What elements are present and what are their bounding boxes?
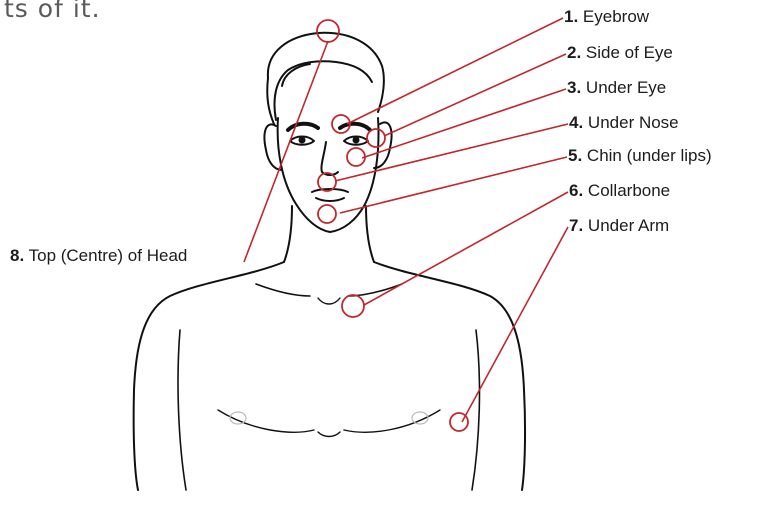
- leader-line-side-of-eye: [384, 54, 566, 136]
- left-arm-inner: [178, 330, 186, 490]
- label-side-of-eye: 2. Side of Eye: [567, 43, 673, 63]
- marker-top-of-head: [317, 20, 339, 42]
- label-chin: 5. Chin (under lips): [568, 146, 712, 166]
- point-name: Under Arm: [588, 216, 669, 235]
- leader-line-chin: [340, 157, 567, 213]
- left-pupil: [299, 137, 306, 144]
- point-number: 6.: [569, 181, 583, 200]
- neck-left: [284, 206, 292, 262]
- leader-line-eyebrow: [347, 18, 563, 124]
- neck-right: [366, 206, 374, 262]
- label-under-arm: 7. Under Arm: [569, 216, 669, 236]
- point-number: 5.: [568, 146, 582, 165]
- point-name: Collarbone: [588, 181, 670, 200]
- man-outline: [134, 33, 525, 490]
- right-shoulder-arm: [374, 262, 525, 490]
- label-top-of-head: 8. Top (Centre) of Head: [10, 246, 187, 266]
- point-name: Side of Eye: [586, 43, 673, 62]
- label-collarbone: 6. Collarbone: [569, 181, 670, 201]
- point-name: Under Eye: [586, 78, 666, 97]
- tapping-markers: [317, 20, 468, 431]
- left-eyebrow: [288, 124, 318, 130]
- chest-center: [318, 432, 340, 437]
- leader-line-under-arm: [462, 227, 568, 422]
- point-number: 2.: [567, 43, 581, 62]
- marker-chin: [318, 205, 336, 223]
- label-eyebrow: 1. Eyebrow: [564, 7, 649, 27]
- right-collarbone: [348, 284, 402, 296]
- point-number: 4.: [569, 113, 583, 132]
- marker-side-of-eye: [367, 129, 385, 147]
- point-name: Top (Centre) of Head: [29, 246, 188, 265]
- leader-line-top-of-head: [244, 41, 328, 262]
- marker-collarbone: [342, 295, 364, 317]
- hairline: [275, 61, 373, 120]
- lower-lip: [316, 198, 344, 201]
- point-name: Eyebrow: [583, 7, 649, 26]
- point-number: 3.: [567, 78, 581, 97]
- point-name: Under Nose: [588, 113, 679, 132]
- point-number: 8.: [10, 246, 24, 265]
- label-under-eye: 3. Under Eye: [567, 78, 666, 98]
- right-arm-inner: [472, 330, 479, 490]
- point-name: Chin (under lips): [587, 146, 712, 165]
- marker-under-eye: [347, 148, 365, 166]
- left-shoulder-arm: [134, 262, 284, 490]
- nose: [321, 142, 338, 175]
- right-pupil: [353, 137, 360, 144]
- point-number: 1.: [564, 7, 578, 26]
- hair-strand: [282, 64, 310, 86]
- sternal-notch: [318, 298, 340, 304]
- right-eyebrow: [340, 124, 370, 130]
- label-under-nose: 4. Under Nose: [569, 113, 679, 133]
- hair-side-left: [267, 78, 274, 124]
- point-number: 7.: [569, 216, 583, 235]
- left-collarbone: [256, 284, 310, 296]
- marker-under-arm: [450, 413, 468, 431]
